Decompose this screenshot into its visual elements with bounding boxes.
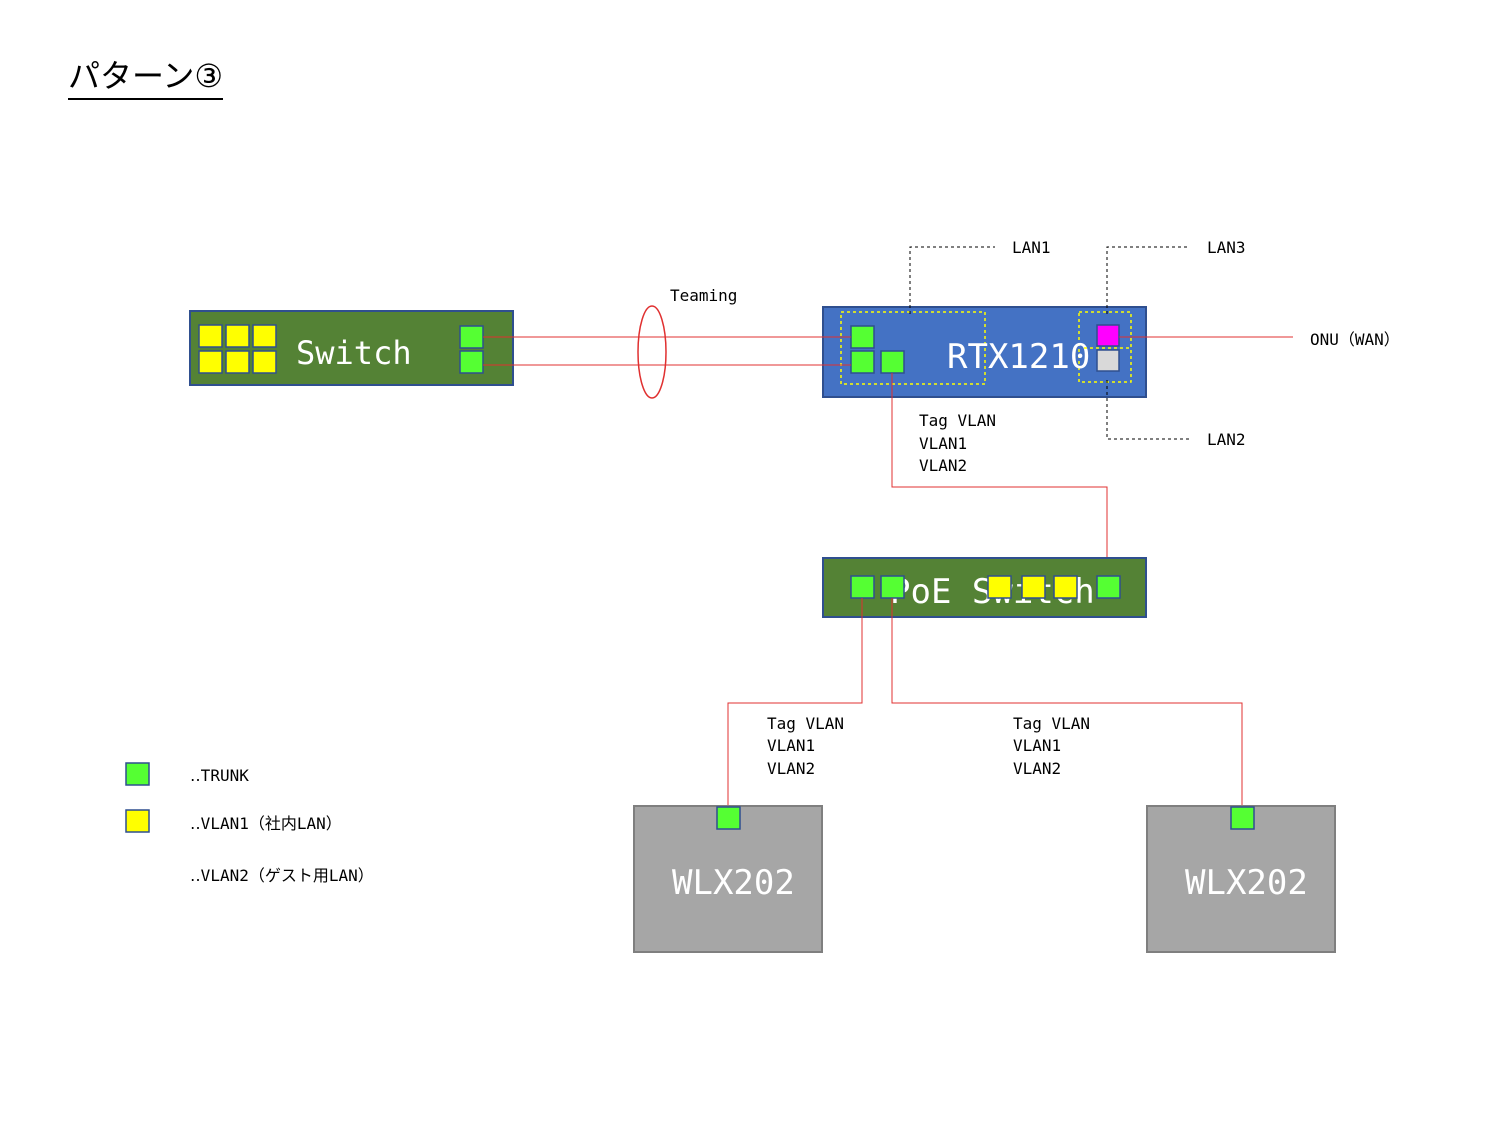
trunk-port <box>880 575 905 599</box>
vlan1-port <box>198 350 223 374</box>
trunk-port <box>850 575 875 599</box>
ap-right-label: WLX202 <box>1185 863 1308 903</box>
lan2-lan3-group <box>1078 311 1132 383</box>
trunk-port <box>1230 806 1255 830</box>
vlan1-port <box>1053 575 1078 599</box>
wan-label: ONU（WAN） <box>1310 330 1400 349</box>
legend: ‥TRUNK ‥VLAN1（社内LAN） ‥VLAN2（ゲスト用LAN） <box>125 762 374 885</box>
legend-vlan1-label: ‥VLAN1（社内LAN） <box>190 814 342 833</box>
page-title: パターン③ <box>68 55 224 100</box>
poe-ap-left-label-2: VLAN1 <box>767 736 815 755</box>
vlan1-port <box>252 350 277 374</box>
teaming-ellipse <box>637 305 667 399</box>
legend-trunk-swatch <box>125 762 150 786</box>
trunk-port <box>850 350 875 374</box>
legend-vlan2-label: ‥VLAN2（ゲスト用LAN） <box>190 866 374 885</box>
trunk-port <box>880 350 905 374</box>
router-label: RTX1210 <box>947 337 1090 377</box>
vlan1-port <box>225 324 250 348</box>
poe-ap-left-label-3: VLAN2 <box>767 759 815 778</box>
lan1-label: LAN1 <box>1012 238 1051 257</box>
ap-left-label: WLX202 <box>672 863 795 903</box>
router-poe-label-2: VLAN1 <box>919 434 967 453</box>
router-poe-label-3: VLAN2 <box>919 456 967 475</box>
lan1-group <box>840 311 986 385</box>
lan1-callout <box>909 246 995 314</box>
lan2-callout <box>1106 380 1190 440</box>
trunk-port <box>1096 575 1121 599</box>
vlan1-port <box>225 350 250 374</box>
vlan1-port <box>1021 575 1046 599</box>
trunk-port <box>716 806 741 830</box>
router-device[interactable]: RTX1210 <box>822 306 1147 398</box>
trunk-port <box>850 325 875 349</box>
wan-port <box>1096 324 1120 347</box>
switch-device[interactable]: Switch <box>189 310 514 386</box>
poe-ap-left-label-1: Tag VLAN <box>767 714 844 733</box>
poe-ap-right-link <box>891 598 1243 808</box>
switch-label: Switch <box>296 334 412 372</box>
vlan1-port <box>987 575 1012 599</box>
poe-ap-right-label-1: Tag VLAN <box>1013 714 1090 733</box>
poe-ap-right-label-3: VLAN2 <box>1013 759 1061 778</box>
lan2-port <box>1096 349 1120 372</box>
lan3-label: LAN3 <box>1207 238 1246 257</box>
poe-ap-left-link <box>727 598 863 808</box>
vlan1-port <box>198 324 223 348</box>
teaming-label: Teaming <box>670 286 737 305</box>
lan3-callout <box>1106 246 1190 314</box>
router-poe-label-1: Tag VLAN <box>919 411 996 430</box>
legend-vlan1-swatch <box>125 809 150 833</box>
trunk-port <box>459 325 484 349</box>
vlan1-port <box>252 324 277 348</box>
poe-ap-right-label-2: VLAN1 <box>1013 736 1061 755</box>
lan2-label: LAN2 <box>1207 430 1246 449</box>
ap-right-device[interactable]: WLX202 <box>1146 805 1336 953</box>
ap-left-device[interactable]: WLX202 <box>633 805 823 953</box>
poe-switch-device[interactable]: PoE Switch <box>822 557 1147 618</box>
legend-trunk-label: ‥TRUNK <box>190 766 249 785</box>
trunk-port <box>459 350 484 374</box>
router-poe-link <box>891 373 1108 576</box>
